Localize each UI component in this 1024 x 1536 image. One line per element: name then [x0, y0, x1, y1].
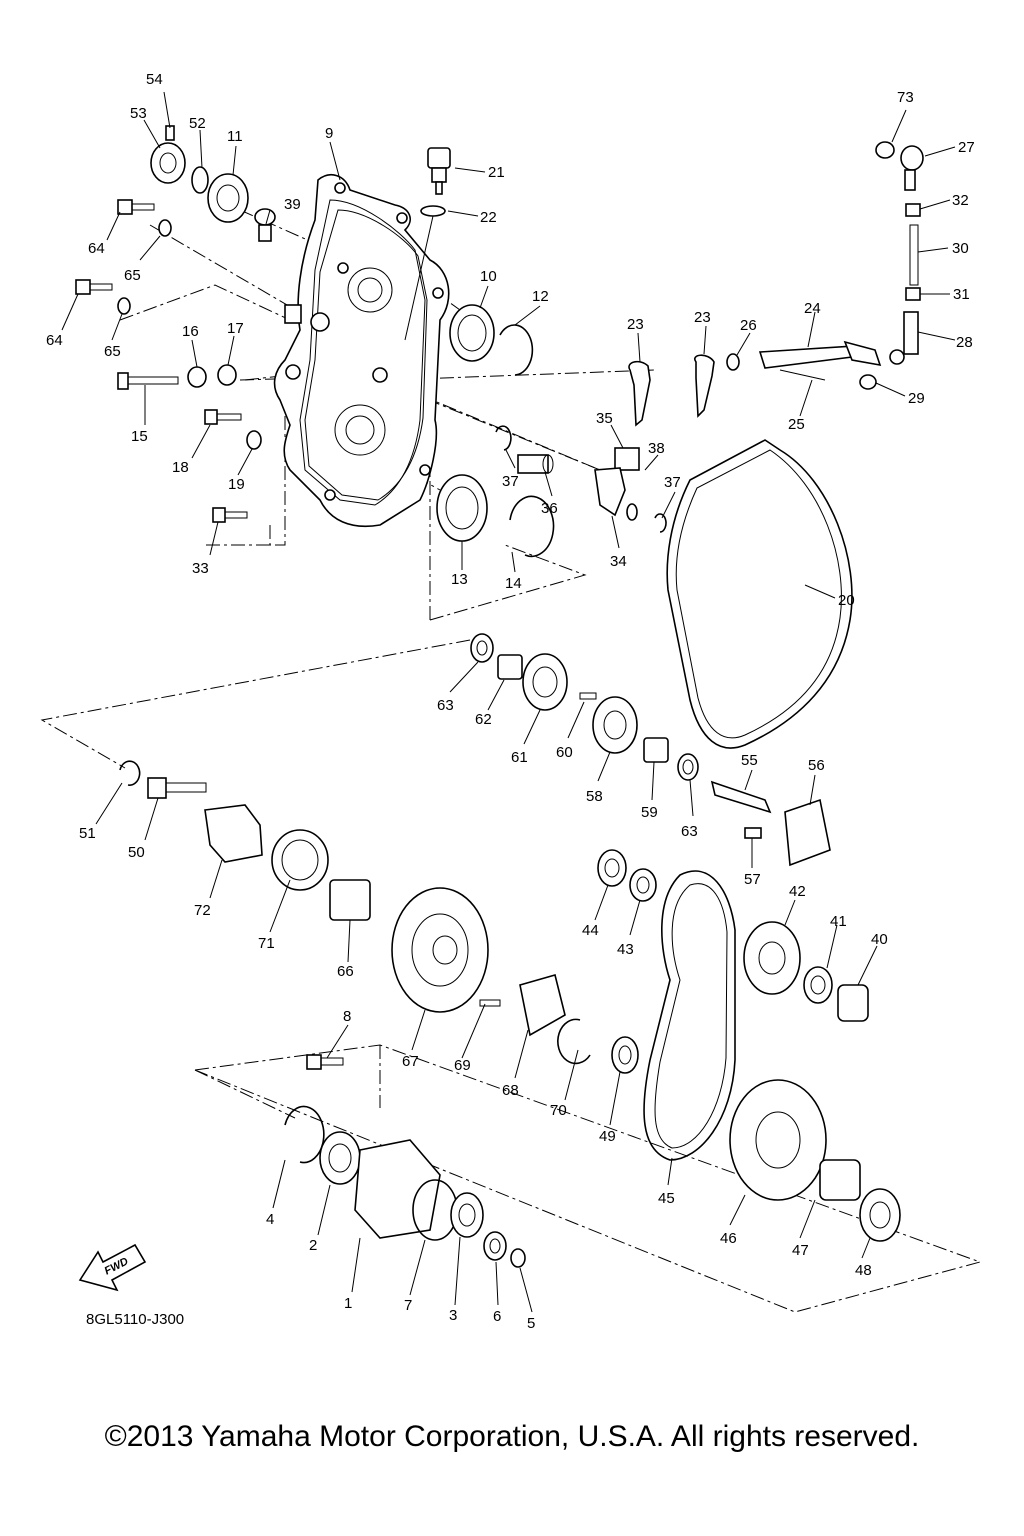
callout: 5: [527, 1315, 535, 1332]
callout: 42: [789, 883, 806, 900]
callout: 69: [454, 1057, 471, 1074]
callout: 2: [309, 1237, 317, 1254]
callout: 14: [505, 575, 522, 592]
callout: 39: [284, 196, 301, 213]
callout: 60: [556, 744, 573, 761]
callout: 43: [617, 941, 634, 958]
lower-housing: [284, 1054, 526, 1268]
callout: 38: [648, 440, 665, 457]
callout: 37: [664, 474, 681, 491]
shift-mechanism: [628, 141, 924, 427]
crankcase-cover: [273, 174, 450, 527]
callout: 48: [855, 1262, 872, 1279]
callout: 52: [189, 115, 206, 132]
callout: 73: [897, 89, 914, 106]
callout: 9: [325, 125, 333, 142]
callout: 45: [658, 1190, 675, 1207]
callout: 23: [627, 316, 644, 333]
callout: 10: [480, 268, 497, 285]
callout: 56: [808, 757, 825, 774]
callout: 34: [610, 553, 627, 570]
callout: 41: [830, 913, 847, 930]
callout: 59: [641, 804, 658, 821]
callout: 64: [88, 240, 105, 257]
upper-bearings: [150, 125, 555, 558]
callout: 1: [344, 1295, 352, 1312]
bolts-upper: [75, 199, 302, 523]
callout: 61: [511, 749, 528, 766]
callout: 22: [480, 209, 497, 226]
callout: 40: [871, 931, 888, 948]
gasket-20: [666, 439, 853, 749]
callout: 16: [182, 323, 199, 340]
callout: 29: [908, 390, 925, 407]
callout: 33: [192, 560, 209, 577]
callout: 27: [958, 139, 975, 156]
callout: 25: [788, 416, 805, 433]
callout: 71: [258, 935, 275, 952]
callout: 11: [227, 128, 243, 145]
callout: 30: [952, 240, 969, 257]
callout: 47: [792, 1242, 809, 1259]
callout: 15: [131, 428, 148, 445]
callout: 23: [694, 309, 711, 326]
sensor-21: [404, 147, 451, 341]
callout: 24: [804, 300, 821, 317]
callout: 70: [550, 1102, 567, 1119]
callout: 12: [532, 288, 549, 305]
callout: 19: [228, 476, 245, 493]
callout: 36: [541, 500, 558, 517]
copyright-notice: ©2013 Yamaha Motor Corporation, U.S.A. A…: [104, 1420, 920, 1453]
callout: 46: [720, 1230, 737, 1247]
callout: 66: [337, 963, 354, 980]
callout: 62: [475, 711, 492, 728]
callout: 67: [402, 1053, 419, 1070]
callout: 55: [741, 752, 758, 769]
callout: 31: [953, 286, 970, 303]
callout: 18: [172, 459, 189, 476]
callouts: 1 2 3 4 5 6 7 8 9 10 11 12 13 14 15 16 1…: [46, 71, 975, 1332]
callout: 63: [437, 697, 454, 714]
middle-gears: [470, 633, 831, 867]
leader-lines: [61, 91, 956, 1313]
shift-parts: [495, 425, 667, 533]
shaft-assembly: [119, 760, 639, 1074]
callout: 32: [952, 192, 969, 209]
callout: 35: [596, 410, 613, 427]
callout: 49: [599, 1128, 616, 1145]
callout: 13: [451, 571, 468, 588]
callout: 6: [493, 1308, 501, 1325]
callout: 63: [681, 823, 698, 840]
callout: 64: [46, 332, 63, 349]
callout: 58: [586, 788, 603, 805]
callout: 54: [146, 71, 163, 88]
callout: 37: [502, 473, 519, 490]
callout: 3: [449, 1307, 457, 1324]
callout: 7: [404, 1297, 412, 1314]
callout: 51: [79, 825, 96, 842]
callout: 57: [744, 871, 761, 888]
callout: 65: [124, 267, 141, 284]
drawing-code: 8GL5110-J300: [86, 1311, 184, 1328]
callout: 53: [130, 105, 147, 122]
callout: 65: [104, 343, 121, 360]
callout: 20: [838, 592, 855, 609]
chain-and-gears: [597, 849, 901, 1242]
callout: 44: [582, 922, 599, 939]
callout: 21: [488, 164, 505, 181]
fwd-arrow-icon: FWD: [78, 1243, 147, 1292]
callout: 26: [740, 317, 757, 334]
callout: 50: [128, 844, 145, 861]
callout: 4: [266, 1211, 274, 1228]
callout: 8: [343, 1008, 351, 1025]
callout: 72: [194, 902, 211, 919]
callout: 68: [502, 1082, 519, 1099]
callout: 17: [227, 320, 244, 337]
callout: 28: [956, 334, 973, 351]
